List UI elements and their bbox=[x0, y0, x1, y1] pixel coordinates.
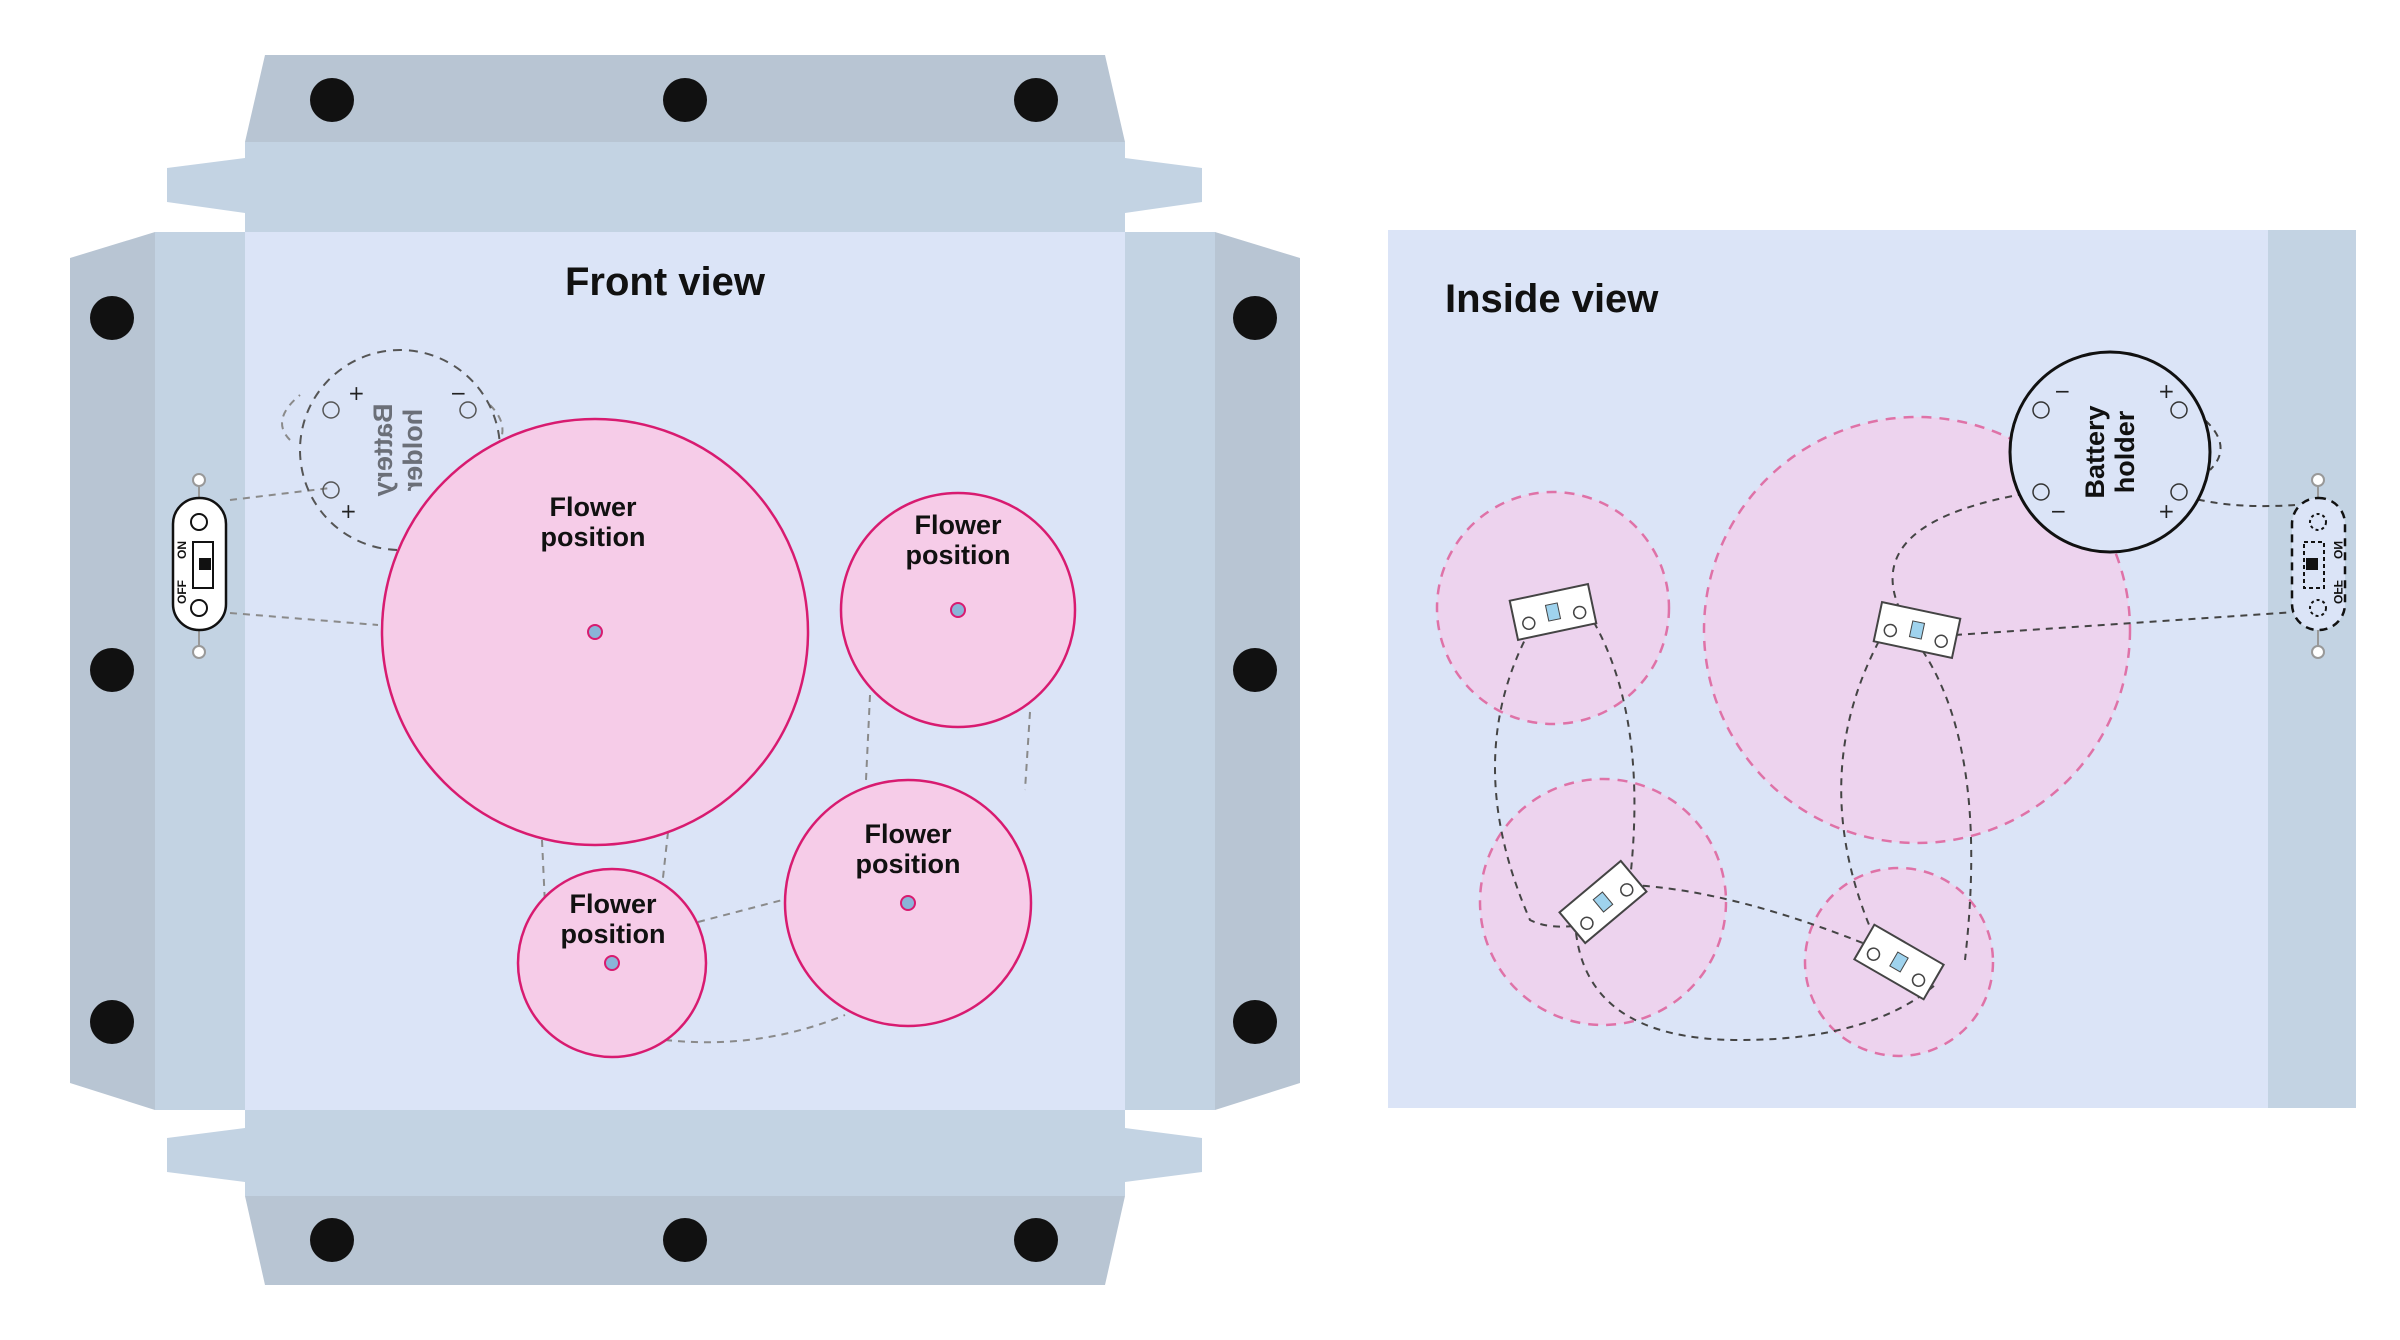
mount-holes bbox=[90, 78, 1277, 1262]
battery-holder-outline-mirrored: + + − Battery holder bbox=[299, 349, 501, 551]
battery-terminal bbox=[2032, 401, 2050, 419]
battery-terminal bbox=[2032, 483, 2050, 501]
led-module bbox=[1558, 859, 1648, 945]
flower-position-bottom-right: Flower position bbox=[783, 778, 1033, 1028]
flower-center-dot bbox=[950, 602, 966, 618]
inside-view-title: Inside view bbox=[1445, 277, 1659, 321]
flower-label-line-1: Flower bbox=[914, 510, 1002, 540]
mount-hole bbox=[663, 1218, 707, 1262]
flower-center-dot bbox=[900, 895, 916, 911]
flower-label-line-1: Flower bbox=[569, 889, 657, 919]
mount-hole bbox=[90, 648, 134, 692]
mount-hole bbox=[1233, 648, 1277, 692]
flower-position-small: Flower position bbox=[516, 867, 708, 1059]
top-tab bbox=[167, 142, 1202, 232]
front-view-title: Front view bbox=[565, 260, 766, 304]
flower-label-line-2: position bbox=[541, 522, 646, 552]
mount-hole bbox=[1233, 296, 1277, 340]
flower-center-dot bbox=[604, 955, 620, 971]
battery-label-line-1: Battery bbox=[2080, 405, 2110, 498]
mount-hole bbox=[90, 1000, 134, 1044]
battery-terminal bbox=[322, 401, 340, 419]
led-module bbox=[1508, 582, 1598, 642]
flower-label-line-2: position bbox=[561, 919, 666, 949]
flower-position-top-right: Flower position bbox=[839, 491, 1077, 729]
battery-terminal bbox=[2170, 483, 2188, 501]
flower-label-line-2: position bbox=[856, 849, 961, 879]
battery-label-line-2: holder bbox=[2110, 410, 2140, 493]
minus-sign: − bbox=[450, 381, 467, 405]
flower-label-line-1: Flower bbox=[864, 819, 952, 849]
front-view-net: Front view + + − Battery holder bbox=[70, 55, 1300, 1285]
mount-hole bbox=[310, 78, 354, 122]
battery-terminal bbox=[2170, 401, 2188, 419]
switch-off-label: OFF bbox=[175, 580, 189, 604]
flower-label-line-1: Flower bbox=[549, 492, 637, 522]
plus-sign: + bbox=[2158, 499, 2175, 523]
mount-hole bbox=[1014, 78, 1058, 122]
plus-sign: + bbox=[2158, 379, 2175, 403]
switch-on-label: ON bbox=[2331, 541, 2345, 559]
inside-side-tab bbox=[2268, 230, 2356, 1108]
right-tab bbox=[1125, 232, 1215, 1110]
plus-sign: + bbox=[348, 381, 365, 405]
flower-label-line-2: position bbox=[906, 540, 1011, 570]
front-wires bbox=[229, 394, 1031, 1044]
minus-sign: − bbox=[2050, 499, 2067, 523]
led-module bbox=[1872, 600, 1962, 660]
battery-label-line-1: Battery bbox=[368, 403, 398, 496]
battery-terminal bbox=[459, 401, 477, 419]
mount-hole bbox=[90, 296, 134, 340]
battery-terminal bbox=[322, 481, 340, 499]
flower-center-dot bbox=[587, 624, 603, 640]
switch-off-label: OFF bbox=[2331, 580, 2345, 604]
battery-holder: − − + + Battery holder bbox=[2008, 350, 2212, 554]
minus-sign: − bbox=[2054, 379, 2071, 403]
battery-label-line-2: holder bbox=[398, 409, 428, 492]
led-module bbox=[1852, 923, 1946, 1001]
mount-hole bbox=[1014, 1218, 1058, 1262]
mount-hole bbox=[663, 78, 707, 122]
power-switch[interactable]: ON OFF bbox=[171, 473, 228, 659]
power-switch-inside[interactable]: ON OFF bbox=[2290, 473, 2347, 659]
switch-on-label: ON bbox=[175, 541, 189, 559]
mount-hole bbox=[1233, 1000, 1277, 1044]
mount-hole bbox=[310, 1218, 354, 1262]
inside-view: Inside view bbox=[1388, 230, 2356, 1108]
left-tab bbox=[155, 232, 245, 1110]
inside-wires bbox=[1494, 404, 2296, 1042]
bottom-tab bbox=[167, 1110, 1202, 1196]
plus-sign: + bbox=[340, 499, 357, 523]
flower-position-large: Flower position bbox=[380, 417, 810, 847]
